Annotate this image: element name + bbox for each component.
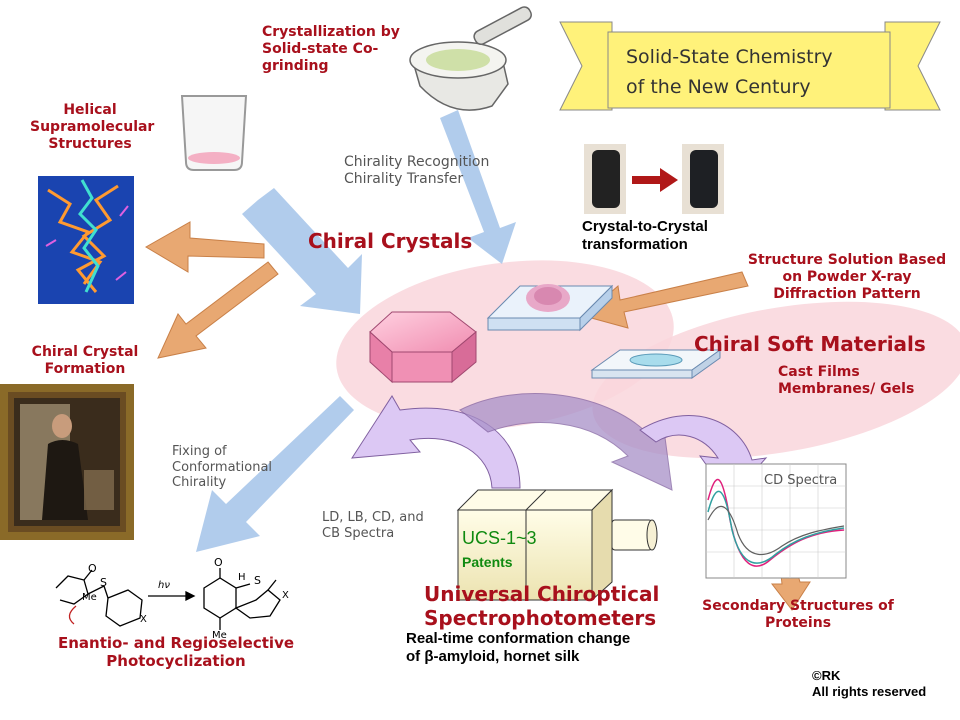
label-universal-chiroptical: Universal Chiroptical Spectrophotometers: [424, 582, 660, 630]
label-fixing-conformational-chirality: Fixing of Conformational Chirality: [172, 444, 273, 491]
label-structure-solution: Structure Solution Based on Powder X-ray…: [747, 252, 947, 302]
scheme-s-left: S: [100, 576, 107, 589]
hexagonal-prism-crystal: [369, 311, 477, 384]
scheme-me-right: Me: [212, 630, 227, 641]
banner-title-line2: of the New Century: [626, 76, 811, 98]
cast-film-slide: [590, 349, 722, 379]
cd-spectra-plot: [705, 463, 847, 579]
label-realtime-conformation: Real-time conformation change of β-amylo…: [406, 630, 631, 665]
label-cast-films: Cast Films Membranes/ Gels: [778, 364, 915, 397]
scheme-hv: hν: [158, 580, 170, 591]
spectrophotometer-instrument: [456, 488, 658, 602]
scheme-h-right: H: [238, 572, 246, 583]
label-ld-lb-cd-spectra: LD, LB, CD, and CB Spectra: [322, 510, 424, 541]
orange-arrows: [145, 221, 811, 611]
scheme-x-left: X: [140, 614, 147, 625]
label-patents: Patents: [462, 554, 513, 570]
copyright-notice: ©RK All rights reserved: [812, 668, 927, 699]
transformation-arrow: [632, 168, 678, 192]
label-cd-spectra: CD Spectra: [764, 473, 838, 488]
label-crystallization-cogrinding: Crystallization by Solid-state Co- grind…: [262, 24, 400, 74]
banner-title-line1: Solid-State Chemistry: [626, 46, 833, 68]
helical-structure-image: [38, 176, 134, 304]
mortar-pestle-image: [409, 6, 532, 111]
powder-slide: [486, 284, 614, 332]
label-chirality-recognition: Chirality Recognition Chirality Transfer: [344, 154, 490, 187]
label-helical-structures: Helical Supramolecular Structures: [30, 102, 155, 152]
label-chiral-soft-materials: Chiral Soft Materials: [694, 332, 926, 356]
beaker-image: [180, 95, 248, 171]
crystal-before-image: [584, 144, 626, 214]
scheme-s-right: S: [254, 574, 261, 587]
label-crystal-to-crystal: Crystal-to-Crystal transformation: [582, 218, 708, 253]
label-ucs: UCS-1~3: [462, 528, 537, 548]
blue-arrows: [196, 110, 516, 552]
label-enantio-regioselective: Enantio- and Regioselective Photocycliza…: [57, 634, 295, 670]
title-banner: [559, 21, 941, 111]
scheme-me-left: Me: [82, 592, 97, 603]
label-chiral-crystals: Chiral Crystals: [308, 229, 473, 253]
portrait-painting: [0, 384, 134, 540]
scheme-o-right: O: [214, 556, 223, 569]
label-secondary-structures: Secondary Structures of Proteins: [702, 598, 894, 631]
scheme-x-right: X: [282, 590, 289, 601]
photocyclization-scheme: [55, 568, 281, 630]
scheme-o-left: O: [88, 562, 97, 575]
crystal-after-image: [682, 144, 724, 214]
label-chiral-crystal-formation: Chiral Crystal Formation: [31, 344, 139, 377]
